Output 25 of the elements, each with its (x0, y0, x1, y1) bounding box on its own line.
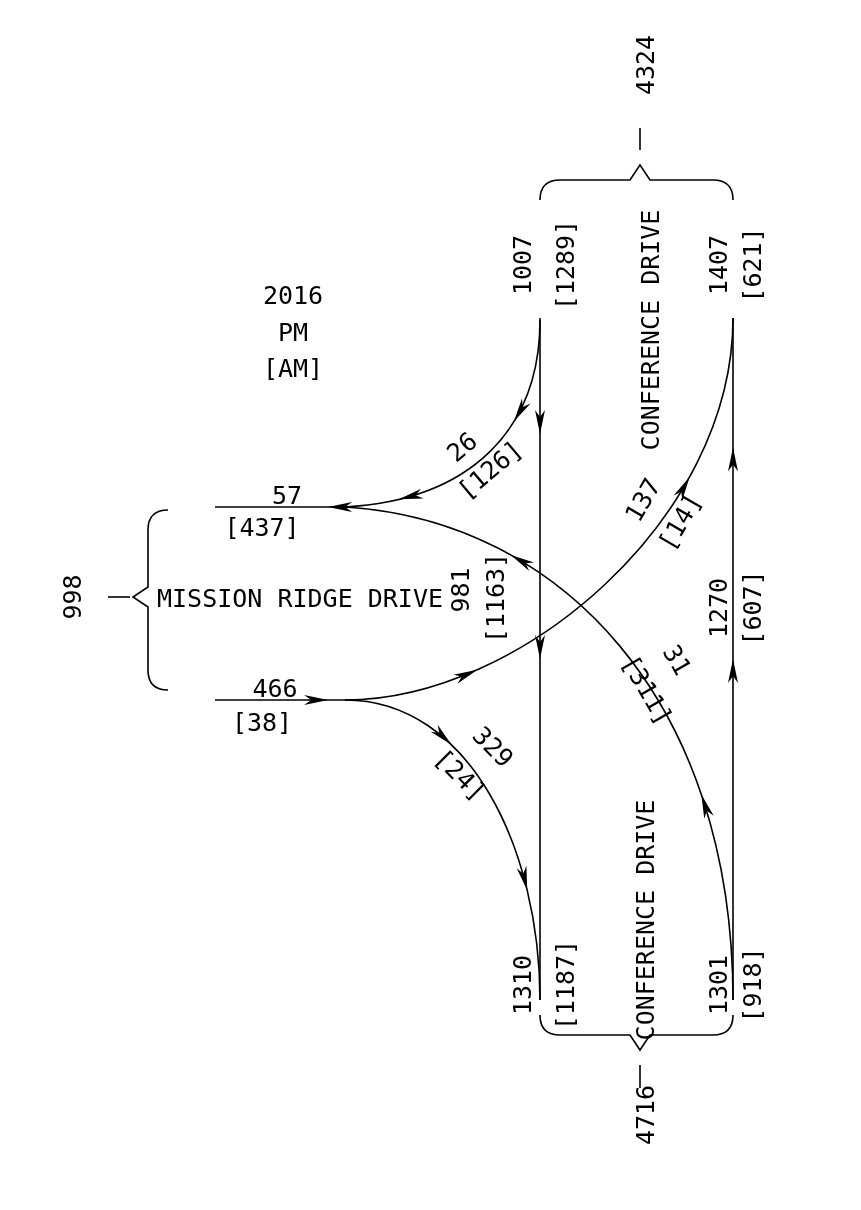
volume-label: 1007 (507, 234, 537, 296)
volume-label: [38] (231, 707, 293, 737)
volume-label: [607] (737, 570, 767, 646)
volume-label: 1301 (703, 954, 733, 1016)
street-name: CONFERENCE DRIVE (630, 799, 660, 1041)
volume-label: 1270 (703, 577, 733, 639)
volume-label: [1289] (550, 219, 580, 311)
volume-label: 1310 (507, 954, 537, 1016)
total-volume: 4716 (630, 1084, 660, 1146)
volume-label: [918] (737, 947, 767, 1023)
volume-label: 466 (252, 673, 298, 703)
street-name: MISSION RIDGE DRIVE (157, 583, 443, 613)
volume-label: [1163] (480, 552, 510, 644)
period-label: PM (277, 317, 309, 347)
volume-label: [1187] (550, 939, 580, 1031)
volume-label: [621] (737, 227, 767, 303)
year-label: 2016 (262, 280, 324, 310)
total-volume: 998 (57, 574, 87, 620)
street-name: CONFERENCE DRIVE (635, 209, 665, 451)
volume-label: 57 (271, 480, 303, 510)
total-volume: 4324 (630, 34, 660, 96)
volume-label: [437] (224, 512, 300, 542)
volume-label: 1407 (703, 234, 733, 296)
period-label: [AM] (262, 353, 324, 383)
volume-label: 981 (445, 567, 475, 613)
